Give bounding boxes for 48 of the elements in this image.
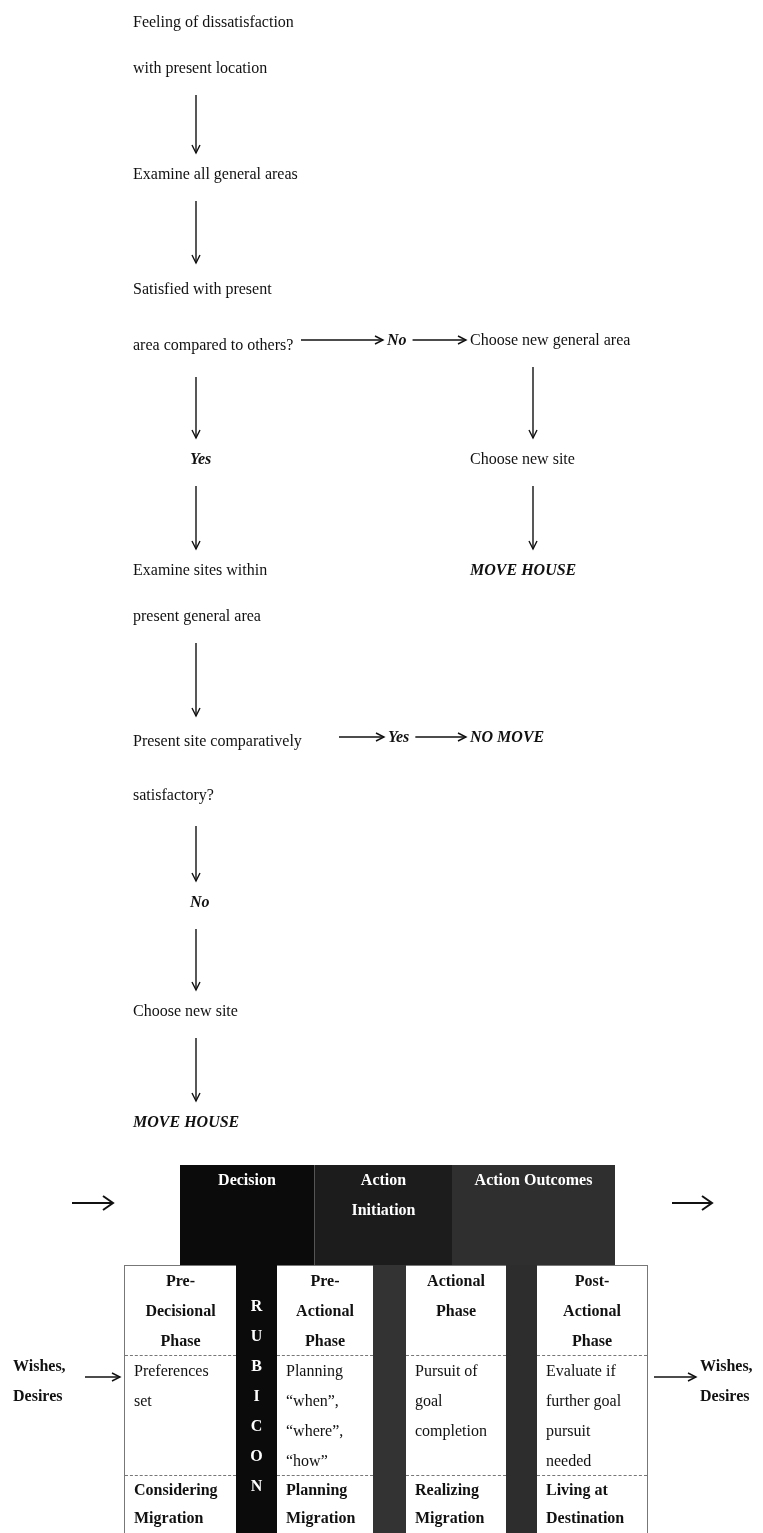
arrow [528, 485, 538, 550]
input-label: Wishes, Desires [13, 1351, 79, 1411]
phase-heading: Post- Actional Phase [537, 1266, 647, 1356]
phase-description: Evaluate if further goal pursuit needed [537, 1356, 647, 1476]
phase-column [124, 1265, 236, 1533]
input-label: Wishes, Desires [700, 1351, 763, 1411]
arrow [411, 335, 467, 345]
rubicon-label: RUBICON [249, 1296, 264, 1496]
arrow [414, 732, 467, 742]
arrow [191, 1037, 201, 1102]
step-text: Choose new site [133, 988, 238, 1034]
arrow [84, 1372, 121, 1382]
step-text: Examine all general areas [133, 151, 298, 197]
migration-stage: Considering Migration [133, 1480, 219, 1529]
arrow [191, 200, 201, 264]
outcome-text: NO MOVE [470, 714, 545, 760]
arrow [191, 825, 201, 882]
outcome-text: Yes [190, 436, 212, 482]
outcome-text: No [190, 879, 210, 925]
arrow [191, 485, 201, 550]
separator-bar [373, 1265, 406, 1533]
step-text: Feeling of dissatisfaction with present location [133, 0, 295, 91]
step-text: Examine sites within present general area [133, 547, 269, 639]
outcome-text: No [387, 317, 407, 363]
phase-column [537, 1265, 648, 1533]
step-text: Choose new general area [470, 317, 631, 363]
outcome-text: MOVE HOUSE [470, 547, 577, 593]
arrow [191, 642, 201, 717]
arrow [191, 94, 201, 154]
arrow [653, 1372, 697, 1382]
stage-header: Action Outcomes [452, 1165, 615, 1265]
outcome-text: Yes [388, 714, 410, 760]
arrow [191, 928, 201, 991]
arrow [300, 335, 384, 345]
migration-stage: Planning Migration [285, 1480, 357, 1529]
step-text: Present site comparatively satisfactory? [133, 714, 333, 822]
outcome-text: MOVE HOUSE [133, 1099, 240, 1145]
step-text: Satisfied with present area compared to others? [133, 261, 295, 373]
arrow [191, 376, 201, 439]
stage-header: Action Initiation [314, 1165, 452, 1265]
migration-stage: Living at Destination [545, 1480, 626, 1528]
arrow [528, 366, 538, 439]
arrow [338, 732, 385, 742]
rubicon-bar [236, 1265, 277, 1533]
step-text: Choose new site [470, 436, 575, 482]
separator-bar [506, 1265, 537, 1533]
migration-stage: Realizing Migration [414, 1480, 486, 1529]
stage-header: Decision [180, 1165, 314, 1265]
